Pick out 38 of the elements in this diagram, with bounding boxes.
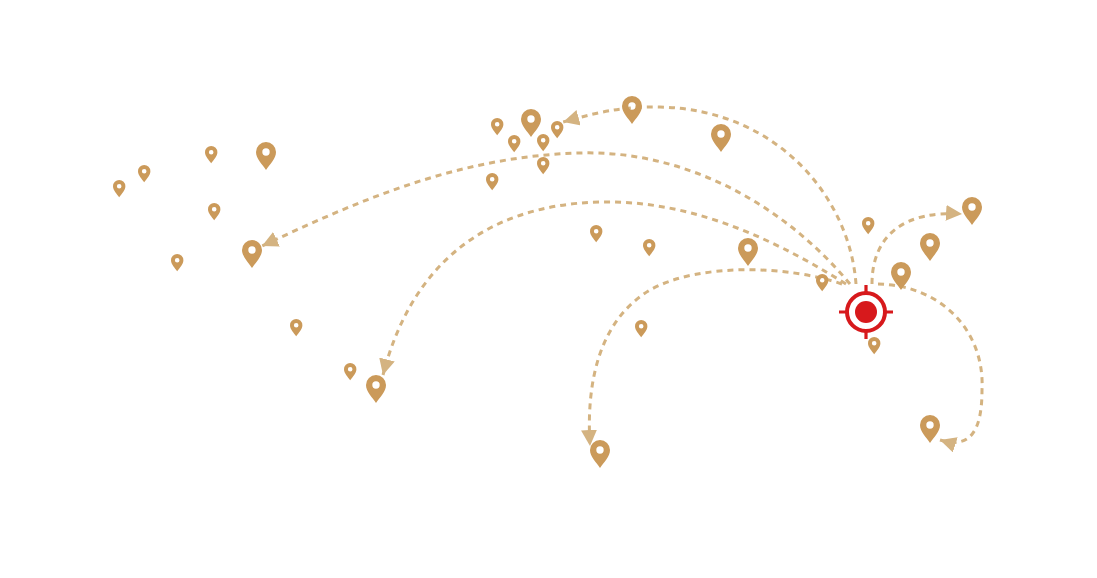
- map-pin-icon: [242, 240, 262, 268]
- dashed-arrow: [877, 282, 984, 452]
- map-pin-icon: [738, 238, 758, 266]
- map-pin-icon: [920, 233, 940, 261]
- map-pin-icon: [891, 262, 911, 290]
- map-pin-icon: [920, 415, 940, 443]
- map-pin-icon: [550, 120, 564, 139]
- map-pin-icon: [137, 164, 151, 183]
- dashed-arrow: [562, 105, 858, 285]
- map-pin-icon: [343, 362, 357, 381]
- map-pin-icon: [170, 253, 184, 272]
- map-pin-icon: [521, 109, 541, 137]
- map-pin-icon: [634, 319, 648, 338]
- map-pin-icon: [589, 224, 603, 243]
- map-pin-icon: [112, 179, 126, 198]
- dashed-arrow: [379, 200, 847, 376]
- map-pin-icon: [507, 134, 521, 153]
- map-pin-icon: [207, 202, 221, 221]
- map-pin-icon: [536, 133, 550, 152]
- map-pin-icon: [485, 172, 499, 191]
- map-pin-icon: [642, 238, 656, 257]
- map-pin-icon: [536, 156, 550, 175]
- map-pin-icon: [861, 216, 875, 235]
- map-pin-icon: [366, 375, 386, 403]
- map-pin-icon: [490, 117, 504, 136]
- map-pin-icon: [256, 142, 276, 170]
- crosshair-icon: [838, 284, 894, 340]
- dashed-arrow: [870, 205, 963, 285]
- map-pin-icon: [962, 197, 982, 225]
- map-pin-icon: [711, 124, 731, 152]
- map-pin-icon: [622, 96, 642, 124]
- dashed-arrow: [261, 151, 852, 285]
- map-pin-icon: [204, 145, 218, 164]
- map-pin-icon: [289, 318, 303, 337]
- dashed-arrow: [581, 268, 843, 447]
- map-pin-icon: [815, 273, 829, 292]
- map-pin-icon: [867, 336, 881, 355]
- map-pin-icon: [590, 440, 610, 468]
